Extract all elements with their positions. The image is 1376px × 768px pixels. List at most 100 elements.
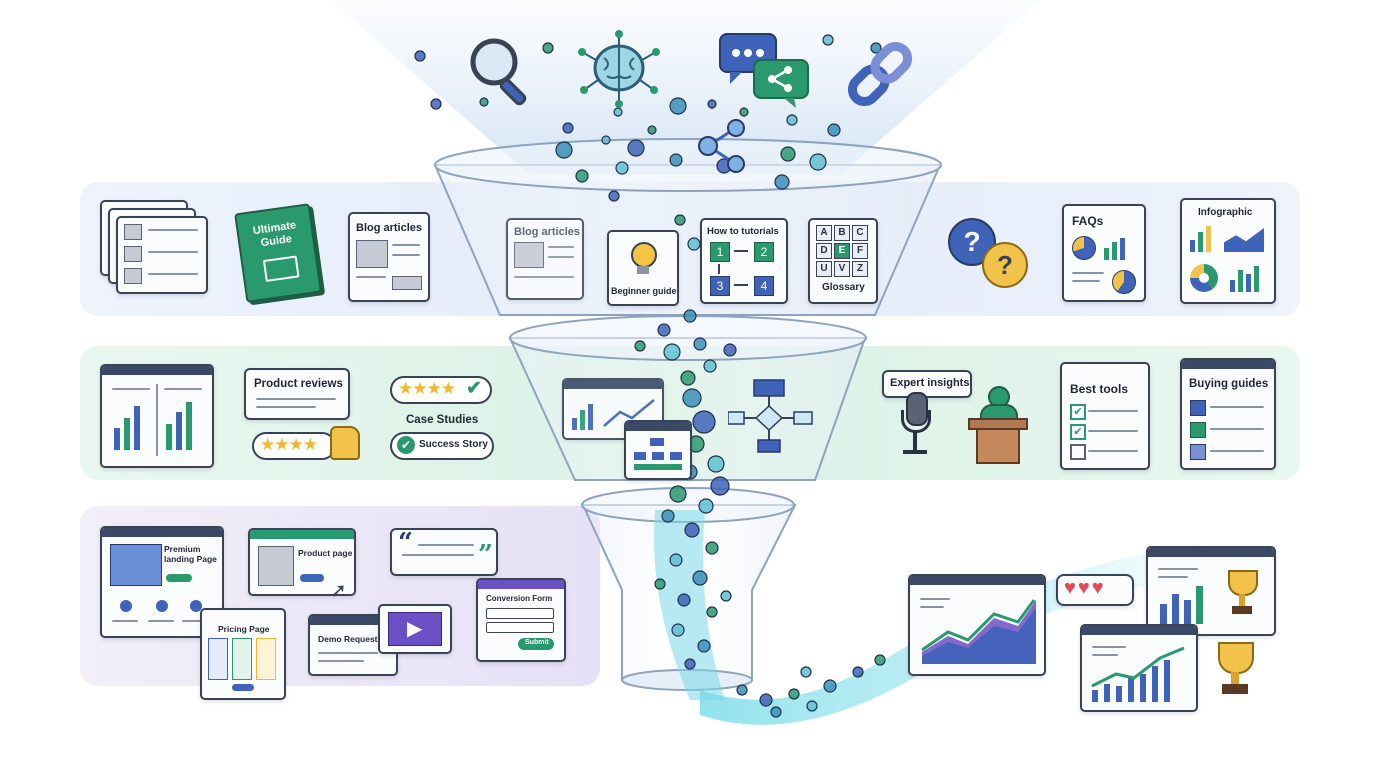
data-bubble: [759, 693, 773, 707]
data-bubble: [736, 684, 748, 696]
testimonial-quote-bubble: “ ”: [390, 528, 498, 576]
best-tools-card: Best tools ✔ ✔: [1060, 362, 1150, 470]
data-bubble: [788, 688, 800, 700]
flowchart-icon: [728, 379, 813, 453]
data-bubble: [677, 593, 691, 607]
data-bubble: [674, 214, 686, 226]
data-bubble: [809, 153, 827, 171]
product-reviews-card: Product reviews: [244, 368, 350, 420]
submit-button[interactable]: Submit: [518, 638, 554, 650]
glossary-letter: V: [834, 261, 850, 277]
data-bubble: [682, 388, 702, 408]
star-rating-icon: ★★★★: [260, 435, 318, 454]
beginner-guide-label: Beginner guide: [611, 286, 677, 296]
check-icon: ✔: [466, 378, 482, 399]
blog-articles-card-funnel: Blog articles: [506, 218, 584, 300]
data-bubble: [697, 639, 711, 653]
conversion-form-card: Conversion Form Submit: [476, 578, 566, 662]
step-2: 2: [754, 242, 774, 262]
success-story-label: Success Story: [419, 439, 488, 450]
data-bubble: [703, 359, 717, 373]
sitemap-window-card: [624, 420, 692, 480]
infographic-card: Infographic: [1180, 198, 1276, 304]
data-bubble: [823, 679, 837, 693]
case-studies-label: Case Studies: [406, 414, 479, 426]
beginner-guide-card: Beginner guide: [607, 230, 679, 306]
data-bubble: [684, 658, 696, 670]
hearts-icon: ♥♥♥: [1064, 577, 1106, 599]
form-field-1[interactable]: [486, 608, 554, 619]
how-to-tutorials-card: How to tutorials 1 2 3 4: [700, 218, 788, 304]
data-bubble: [634, 340, 646, 352]
data-bubble: [723, 343, 737, 357]
data-bubble: [601, 135, 611, 145]
blog-articles-funnel-label: Blog articles: [514, 226, 581, 238]
product-reviews-label: Product reviews: [254, 378, 343, 390]
success-story-pill: ✔ Success Story: [390, 432, 494, 460]
conversion-form-label: Conversion Form: [486, 594, 553, 603]
brain-network-icon: [578, 30, 660, 108]
data-bubble: [613, 107, 623, 117]
faqs-label: FAQs: [1072, 214, 1104, 228]
glossary-letter: E: [834, 243, 850, 259]
data-bubble: [822, 34, 834, 46]
rating-pill: ★★★★ ✔: [390, 376, 492, 404]
data-bubble: [608, 190, 620, 202]
data-bubble: [827, 123, 841, 137]
pie-chart-icon: [1072, 236, 1096, 260]
data-bubble: [669, 97, 687, 115]
quote-open-icon: “: [398, 528, 413, 558]
form-field-2[interactable]: [486, 622, 554, 633]
documents-stack: [100, 200, 210, 294]
share-node-icon: [698, 119, 745, 173]
review-stars-pill: ★★★★: [252, 432, 336, 460]
data-bubble: [615, 161, 629, 175]
data-bubble: [705, 541, 719, 555]
data-bubble: [661, 509, 675, 523]
glossary-letter: C: [852, 225, 868, 241]
best-tools-label: Best tools: [1070, 382, 1129, 396]
premium-landing-label: Premium landing Page: [164, 544, 217, 564]
chat-share-icon: [719, 33, 809, 108]
question-bubble-yellow: ?: [982, 242, 1028, 288]
infographic-label: Infographic: [1198, 207, 1253, 218]
glossary-letter: A: [816, 225, 832, 241]
data-bubble: [707, 455, 725, 473]
step-1: 1: [710, 242, 730, 262]
data-bubble: [706, 606, 718, 618]
glossary-letter: Z: [852, 261, 868, 277]
growth-chart-window: [908, 574, 1046, 676]
data-bubble: [669, 485, 687, 503]
pricing-page-label: Pricing Page: [218, 624, 270, 634]
submit-label: Submit: [525, 639, 549, 646]
ultimate-guide-book: Ultimate Guide: [234, 203, 322, 303]
data-bubble: [786, 114, 798, 126]
tutorials-label: How to tutorials: [707, 226, 779, 237]
data-bubble: [669, 153, 683, 167]
link-chain-icon: [847, 41, 913, 107]
blog-articles-left-label: Blog articles: [356, 222, 423, 234]
data-bubble: [693, 337, 707, 351]
data-bubble: [654, 578, 666, 590]
data-bubble: [739, 107, 749, 117]
buying-guides-card: Buying guides: [1180, 358, 1276, 470]
pricing-page-card: Pricing Page: [200, 608, 286, 700]
quote-close-icon: ”: [478, 540, 493, 570]
data-bubble: [692, 570, 708, 586]
blog-articles-card-left: Blog articles: [348, 212, 430, 302]
data-bubble: [627, 139, 645, 157]
trophy-icon-top: [1226, 570, 1260, 622]
data-bubble: [707, 99, 717, 109]
open-book-icon: [262, 255, 300, 282]
hearts-reaction-bubble: ♥♥♥: [1056, 574, 1134, 606]
data-bubble: [806, 700, 818, 712]
data-bubble: [692, 410, 716, 434]
data-bubble: [647, 125, 657, 135]
data-bubble: [780, 146, 796, 162]
data-bubble: [414, 50, 426, 62]
expert-insights-label: Expert insights: [890, 377, 970, 389]
data-bubble: [720, 590, 732, 602]
play-video-icon[interactable]: ▶: [388, 612, 442, 646]
bar-chart-window: [1146, 546, 1276, 636]
